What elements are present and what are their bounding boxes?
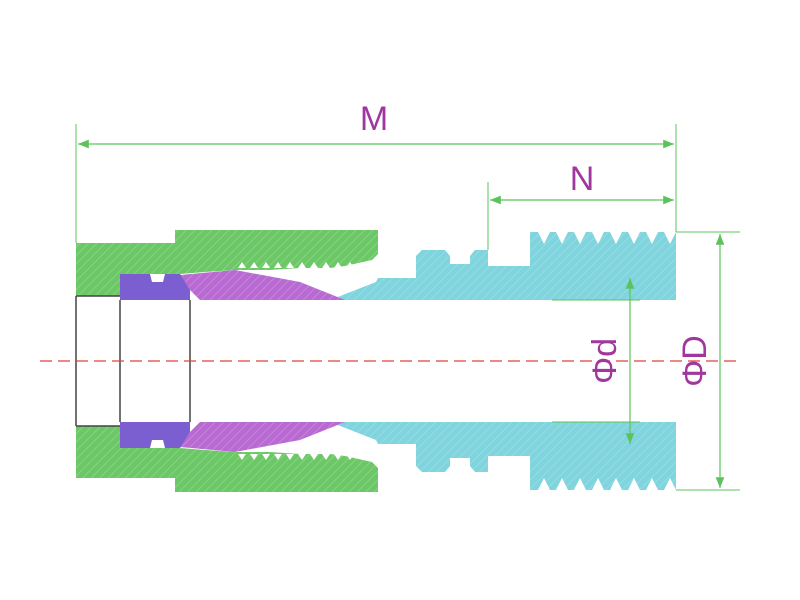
dimension-m-label: M: [360, 100, 388, 138]
body-thread-teeth-top: [538, 232, 676, 244]
dimension-d-inner-label: Φd: [586, 338, 624, 384]
dimension-n-label: N: [570, 160, 595, 198]
body-thread-teeth-bottom: [538, 478, 676, 490]
back-ring-bottom: [120, 422, 190, 448]
back-ring-top: [120, 274, 190, 300]
nut-threads-top: [238, 262, 366, 268]
ferrule-bottom: [180, 422, 345, 452]
nut-top: [76, 230, 378, 296]
dimension-m: M: [75, 100, 677, 243]
dimension-d-inner: Φd: [552, 278, 640, 444]
body-top: [300, 232, 676, 300]
body-bottom: [300, 422, 676, 490]
dimension-n: N: [487, 160, 674, 250]
nut-threads-bottom: [238, 454, 366, 460]
dimension-d-outer: ΦD: [676, 231, 740, 491]
dimension-d-outer-label: ΦD: [676, 335, 714, 387]
nut-bottom: [76, 426, 378, 492]
ferrule-top: [180, 270, 345, 300]
